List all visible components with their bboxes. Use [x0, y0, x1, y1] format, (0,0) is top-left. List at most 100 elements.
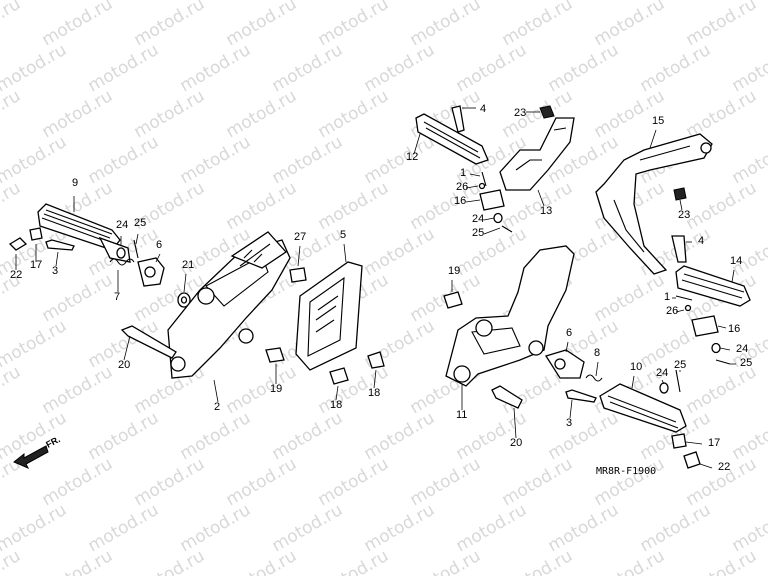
- callout-label-c24a: 24: [116, 219, 128, 231]
- callout-label-c11: 11: [456, 409, 467, 421]
- watermark-text: motod.ru: [39, 0, 117, 50]
- watermark-text: motod.ru: [683, 362, 761, 418]
- watermark-text: motod.ru: [407, 178, 485, 234]
- washer-24-top: [493, 212, 503, 224]
- leader-line-c20b: [513, 407, 517, 439]
- watermark-text: motod.ru: [361, 500, 439, 556]
- watermark-text: motod.ru: [0, 362, 24, 418]
- watermark-text: motod.ru: [545, 40, 623, 96]
- watermark-text: motod.ru: [223, 0, 301, 50]
- cotter-25-left: [133, 239, 139, 259]
- leader-line-c5: [343, 243, 347, 263]
- watermark-text: motod.ru: [223, 546, 301, 576]
- callout-label-c9: 9: [72, 177, 78, 189]
- leader-line-c10: [631, 375, 635, 389]
- leader-line-c6a: [155, 253, 161, 263]
- block-16-top: [479, 189, 505, 211]
- callout-label-c10: 10: [630, 361, 642, 373]
- pin-1-right: [675, 295, 693, 301]
- callout-label-c19a: 19: [270, 383, 282, 395]
- watermark-text: motod.ru: [361, 40, 439, 96]
- pin-3-left: [45, 239, 75, 251]
- callout-label-c3a: 3: [52, 265, 58, 277]
- callout-label-c3b: 3: [566, 417, 572, 429]
- callout-label-c25c: 25: [740, 357, 752, 369]
- leader-line-c20a: [123, 335, 131, 361]
- bolt-22-right: [683, 451, 701, 469]
- callout-label-c17b: 17: [708, 437, 720, 449]
- watermark-text: motod.ru: [453, 500, 531, 556]
- callout-label-c25d: 25: [674, 359, 686, 371]
- callout-label-c22b: 22: [718, 461, 730, 473]
- callout-label-c4a: 4: [480, 103, 486, 115]
- watermark-text: motod.ru: [39, 270, 117, 326]
- callout-label-c20a: 20: [118, 359, 130, 371]
- watermark-text: motod.ru: [453, 40, 531, 96]
- watermark-text: motod.ru: [131, 86, 209, 142]
- pivot-6-right: [544, 349, 585, 379]
- leader-line-c25b: [483, 227, 501, 235]
- callout-label-c22a: 22: [10, 269, 22, 281]
- leader-line-c22b: [699, 463, 713, 469]
- callout-label-c25a: 25: [134, 217, 146, 229]
- callout-label-c6a: 6: [156, 239, 162, 251]
- footpeg-12: [415, 113, 489, 165]
- watermark-text: motod.ru: [223, 362, 301, 418]
- leader-line-c1a: [469, 173, 481, 177]
- callout-label-c24b: 24: [472, 213, 484, 225]
- footpeg-14: [675, 265, 751, 307]
- callout-label-c21: 21: [182, 259, 194, 271]
- callout-label-c24d: 24: [656, 367, 668, 379]
- callout-label-c6b: 6: [566, 327, 572, 339]
- cotter-25-right: [715, 359, 731, 365]
- cap-17-right: [671, 433, 687, 449]
- watermark-text: motod.ru: [269, 408, 347, 464]
- callout-label-c25b: 25: [472, 227, 484, 239]
- callout-label-c12: 12: [406, 151, 418, 163]
- leader-line-c12: [413, 133, 421, 155]
- watermark-text: motod.ru: [315, 0, 393, 50]
- callout-label-c13: 13: [540, 205, 552, 217]
- leader-line-c27: [297, 245, 301, 267]
- bolt-20-right: [491, 385, 523, 409]
- watermark-text: motod.ru: [407, 0, 485, 50]
- watermark-text: motod.ru: [683, 546, 761, 576]
- front-direction-arrow: FR.: [13, 434, 62, 469]
- callout-label-c18b: 18: [368, 387, 380, 399]
- callout-label-c1b: 1: [664, 291, 670, 303]
- bolt-19-right: [443, 291, 463, 309]
- watermark-text: motod.ru: [683, 0, 761, 50]
- callout-label-c23a: 23: [514, 107, 526, 119]
- watermark-text: motod.ru: [407, 546, 485, 576]
- watermark-text: motod.ru: [361, 408, 439, 464]
- leader-line-c16b: [717, 325, 727, 329]
- callout-label-c27: 27: [294, 231, 306, 243]
- watermark-text: motod.ru: [315, 546, 393, 576]
- cap-26-top: [478, 182, 486, 190]
- leader-line-c15: [649, 129, 657, 149]
- leader-line-c16a: [465, 199, 481, 203]
- callout-label-c17a: 17: [30, 259, 42, 271]
- callout-label-c16b: 16: [728, 323, 740, 335]
- watermark-text: motod.ru: [591, 454, 669, 510]
- bolt-22-left: [8, 237, 28, 251]
- watermark-text: motod.ru: [315, 454, 393, 510]
- leader-line-c24d: [661, 379, 665, 385]
- leader-line-c3b: [569, 399, 573, 419]
- watermark-text: motod.ru: [39, 546, 117, 576]
- callout-label-c1a: 1: [460, 167, 466, 179]
- spring-7: [109, 258, 135, 266]
- watermark-text: motod.ru: [361, 224, 439, 280]
- callout-label-c26b: 26: [666, 305, 678, 317]
- nut-23-top: [539, 105, 555, 119]
- callout-label-c8: 8: [594, 347, 600, 359]
- bolt-27: [289, 267, 307, 283]
- watermark-text: motod.ru: [361, 132, 439, 188]
- footpeg-10: [599, 383, 687, 433]
- block-16-right: [691, 315, 719, 337]
- watermark-text: motod.ru: [407, 454, 485, 510]
